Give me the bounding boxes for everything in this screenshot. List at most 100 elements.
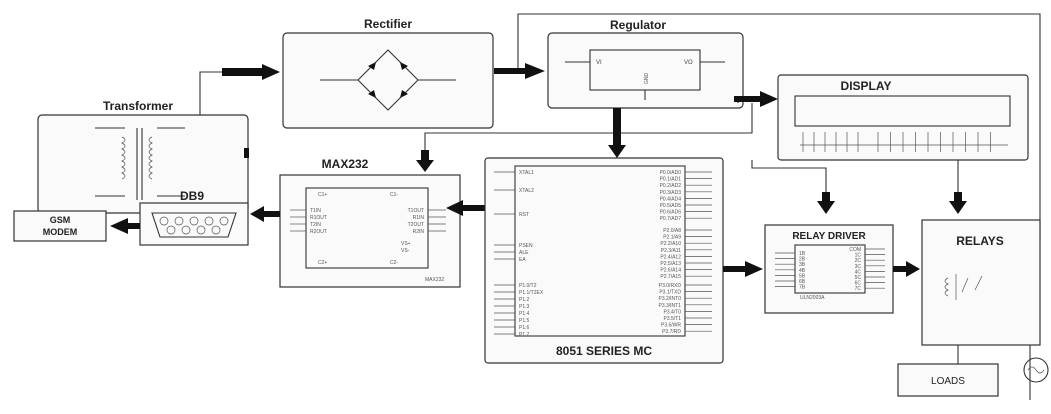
mcu-left-pin-label: RST — [519, 212, 529, 218]
relay-driver-left-pin-label: 6B — [799, 279, 806, 285]
max232-left-pin-label: T2IN — [310, 222, 321, 228]
mcu-right-pin-label: P2.1/A9 — [663, 235, 681, 241]
regulator-pin-gnd: GND — [644, 73, 650, 85]
max232-block: MAX232 C1+ C1- C2+ C2- VS+ VS- MAX232 T1… — [279, 157, 461, 288]
db9-label: DB9 — [180, 189, 204, 203]
mcu-left-pin-label: P1.4 — [519, 311, 530, 317]
arrow-supply-relay-driver — [817, 192, 835, 214]
mcu-right-pin-label: P2.7/A15 — [660, 274, 681, 280]
mcu-left-pin-label: XTAL2 — [519, 188, 534, 194]
mcu-right-pins: P0.0/AD0P0.1/AD1P0.2/AD2P0.3/AD3P0.4/AD4… — [658, 170, 712, 335]
mcu-left-pin-label: P1.1/T2EX — [519, 290, 544, 296]
mcu-right-pin-label: P3.5/T1 — [663, 316, 681, 322]
relay-switch-icon — [944, 274, 983, 300]
arrow-to-regulator — [494, 63, 545, 79]
relay-driver-right-pin-label: 2C — [855, 258, 862, 264]
max232-left-pin-label: T1IN — [310, 208, 321, 214]
loads-label: LOADS — [931, 376, 965, 387]
db9-pin — [166, 225, 176, 235]
db9-box — [139, 202, 249, 246]
mcu-right-pin-label: P2.5/A13 — [660, 261, 681, 267]
relay-driver-right-pin-label: 3C — [855, 264, 862, 270]
loads-box — [897, 363, 999, 397]
db9-pin — [204, 216, 214, 226]
relay-driver-left-pin-label: 5B — [799, 273, 806, 279]
max232-right-pin-label: T1OUT — [408, 208, 424, 214]
mcu-left-pins: XTAL1XTAL2RSTPSENALEEAP1.0/T2P1.1/T2EXP1… — [494, 170, 544, 338]
mcu-right-pin-label: P3.4/T0 — [663, 309, 681, 315]
mcu-left-pin-label: EA — [519, 257, 526, 263]
uln2003-ic — [794, 244, 866, 294]
db9-pin — [219, 216, 229, 226]
mcu-right-pin-label: P2.2/A10 — [660, 241, 681, 247]
max232-right-pin-label: R1IN — [413, 215, 425, 221]
gsm-modem-block: GSM MODEM — [13, 210, 107, 242]
arrow-to-rectifier — [222, 64, 280, 80]
transformer-block: Transformer — [37, 99, 249, 214]
arrow-to-display — [734, 91, 778, 107]
relays-label: RELAYS — [956, 234, 1004, 248]
regulator-box — [547, 32, 744, 109]
arrow-mcu-to-max232 — [446, 200, 485, 216]
display-label: DISPLAY — [841, 79, 892, 93]
mcu-right-pin-label: P0.5/AD5 — [660, 203, 682, 209]
transformer-box — [37, 114, 249, 214]
mcu-ic — [514, 165, 686, 337]
mcu-right-pin-label: P0.6/AD6 — [660, 210, 682, 216]
mcu-right-pin-label: P0.1/AD1 — [660, 177, 682, 183]
arrow-to-max232 — [416, 150, 434, 172]
regulator-pin-vo: VO — [684, 60, 693, 66]
gsm-modem-box — [13, 210, 107, 242]
db9-pin — [189, 216, 199, 226]
mcu-left-pin-label: P1.3 — [519, 304, 530, 310]
relay-driver-right-pin-label: 6C — [855, 281, 862, 287]
relay-driver-right-pin-label: 1C — [855, 253, 862, 259]
relay-driver-box — [764, 224, 894, 314]
regulator-block: Regulator VI VO GND — [547, 18, 744, 109]
max232-pin-c1m: C1- — [390, 192, 398, 198]
max232-pin-c2m: C2- — [390, 260, 398, 266]
mcu-block: 8051 SERIES MC XTAL1XTAL2RSTPSENALEEAP1.… — [484, 157, 724, 364]
db9-pin — [181, 225, 191, 235]
max232-part: MAX232 — [425, 277, 444, 283]
arrow-to-mcu — [608, 108, 626, 158]
relay-driver-right-pin-label: 7C — [855, 286, 862, 292]
connector-to-relay-driver — [751, 160, 827, 195]
mcu-right-pin-label: P0.7/AD7 — [660, 216, 682, 222]
db9-pin — [211, 225, 221, 235]
mcu-left-pin-label: P1.5 — [519, 318, 530, 324]
mcu-right-pin-label: P3.3/INT1 — [658, 303, 681, 309]
mcu-left-pin-label: XTAL1 — [519, 170, 534, 176]
max232-right-pin-label: R2IN — [413, 229, 425, 235]
arrow-max232-to-db9 — [250, 206, 280, 222]
max232-right-pin-label: T2OUT — [408, 222, 424, 228]
display-block: DISPLAY — [777, 74, 1029, 161]
mcu-right-pin-label: P3.7/RD — [662, 329, 681, 335]
db9-connector-icon — [151, 212, 237, 238]
mcu-left-pin-label: P1.6 — [519, 325, 530, 331]
connector-supply-bus — [517, 13, 1041, 240]
mcu-right-pin-label: P2.6/A14 — [660, 268, 681, 274]
mcu-right-pin-label: P3.0/RXD — [659, 283, 682, 289]
rectifier-box — [282, 32, 494, 129]
max232-label: MAX232 — [322, 157, 369, 171]
max232-ic — [305, 187, 429, 269]
mcu-left-pin-label: PSEN — [519, 243, 533, 249]
gsm-modem-label-line1: GSM — [50, 215, 71, 225]
mcu-right-pin-label: P3.1/TXD — [659, 290, 681, 296]
max232-pin-c1p: C1+ — [318, 192, 327, 198]
relay-driver-right-pin-label: 4C — [855, 269, 862, 275]
mcu-right-pin-label: P3.6/WR — [661, 323, 681, 329]
mcu-right-pin-label: P0.3/AD3 — [660, 190, 682, 196]
uln2003-part: ULN2003A — [800, 295, 825, 301]
loads-block: LOADS — [897, 363, 999, 397]
relay-driver-left-pin-label: 2B — [799, 257, 806, 263]
max232-left-pin-label: R2OUT — [310, 229, 327, 235]
max232-pin-vsp: VS+ — [401, 241, 411, 247]
db9-pin — [196, 225, 206, 235]
connector-to-max232 — [424, 103, 753, 155]
